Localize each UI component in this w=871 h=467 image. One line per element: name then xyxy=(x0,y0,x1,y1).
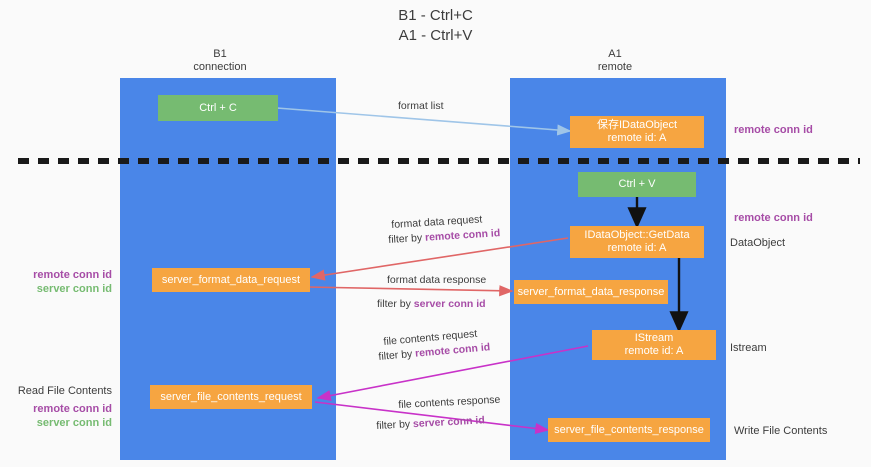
annotation-right-mid-remote-conn-id: remote conn id xyxy=(734,212,813,224)
lane-header-a1-name: A1 xyxy=(608,48,622,60)
node-ctrl-v-label: Ctrl + V xyxy=(618,178,656,190)
node-ctrl-c-label: Ctrl + C xyxy=(199,101,237,114)
edge-label-format-data-request-filter-prefix: filter by xyxy=(388,231,426,246)
node-ctrl-c[interactable]: Ctrl + C xyxy=(158,95,278,121)
node-save-idataobject-line2: remote id: A xyxy=(607,132,667,144)
edge-label-file-contents-response-filter-key: server conn id xyxy=(412,414,486,431)
edge-label-file-contents-response-filter-prefix: filter by xyxy=(376,418,414,432)
node-istream-line2: remote id: A xyxy=(624,345,684,357)
node-server-file-contents-response[interactable]: server_file_contents_response xyxy=(548,418,710,442)
node-idataobject-getdata-line1: IDataObject::GetData xyxy=(584,229,690,241)
node-istream[interactable]: IStream remote id: A xyxy=(592,330,716,360)
node-server-format-data-response[interactable]: server_format_data_response xyxy=(514,280,668,304)
annotation-read-file-contents: Read File Contents xyxy=(17,385,112,397)
annotation-left-conn-ids: remote conn id server conn id xyxy=(0,268,112,296)
node-server-format-data-request-label: server_format_data_request xyxy=(161,273,301,286)
lane-header-a1-role: remote xyxy=(597,61,633,73)
node-save-idataobject-line1: 保存IDataObject xyxy=(596,119,678,131)
edge-label-format-data-request-filter-key: remote conn id xyxy=(424,227,501,244)
edge-label-format-data-response-filter-prefix: filter by xyxy=(377,298,414,310)
node-save-idataobject[interactable]: 保存IDataObject remote id: A xyxy=(570,116,704,148)
annotation-right-top-remote-conn-id: remote conn id xyxy=(734,124,813,136)
edge-label-file-contents-response: file contents response xyxy=(398,393,501,411)
edge-label-format-data-response-filter: filter by server conn id xyxy=(377,298,486,311)
node-server-file-contents-request-label: server_file_contents_request xyxy=(160,390,302,403)
lane-header-b1-name: B1 xyxy=(213,48,227,60)
lane-header-b1: B1 connection xyxy=(140,48,300,74)
node-server-file-contents-request[interactable]: server_file_contents_request xyxy=(150,385,312,409)
edge-label-format-data-response: format data response xyxy=(387,274,487,286)
diagram-title: B1 - Ctrl+C A1 - Ctrl+V xyxy=(0,6,871,46)
node-istream-line1: IStream xyxy=(634,332,674,344)
connector-format-data-response xyxy=(306,285,514,297)
node-idataobject-getdata[interactable]: IDataObject::GetData remote id: A xyxy=(570,226,704,258)
annotation-dataobject: DataObject xyxy=(730,237,786,249)
lane-header-b1-role: connection xyxy=(193,61,247,73)
annotation-left-bottom-server-conn-id: server conn id xyxy=(36,417,112,429)
node-server-format-data-response-label: server_format_data_response xyxy=(517,285,665,298)
edge-label-format-list: format list xyxy=(398,100,444,112)
edge-label-file-contents-response-filter: filter by server conn id xyxy=(376,414,485,433)
annotation-left-bottom-remote-conn-id: remote conn id xyxy=(33,403,112,415)
lane-header-a1: A1 remote xyxy=(535,48,695,74)
annotation-write-file-contents: Write File Contents xyxy=(734,425,828,437)
annotation-left-bottom-conn-ids: remote conn id server conn id xyxy=(0,402,112,430)
node-idataobject-getdata-line2: remote id: A xyxy=(607,242,667,254)
edge-label-format-data-response-filter-key: server conn id xyxy=(413,298,486,310)
node-ctrl-v[interactable]: Ctrl + V xyxy=(578,172,696,197)
diagram-title-line1: B1 - Ctrl+C xyxy=(398,7,473,24)
annotation-left-server-conn-id: server conn id xyxy=(36,283,112,295)
node-server-file-contents-response-label: server_file_contents_response xyxy=(554,423,704,436)
diagram-title-line2: A1 - Ctrl+V xyxy=(398,27,473,44)
annotation-istream: Istream xyxy=(730,342,767,354)
annotation-left-remote-conn-id: remote conn id xyxy=(33,269,112,281)
edge-label-file-contents-request-filter-prefix: filter by xyxy=(378,347,416,363)
node-server-format-data-request[interactable]: server_format_data_request xyxy=(152,268,310,292)
